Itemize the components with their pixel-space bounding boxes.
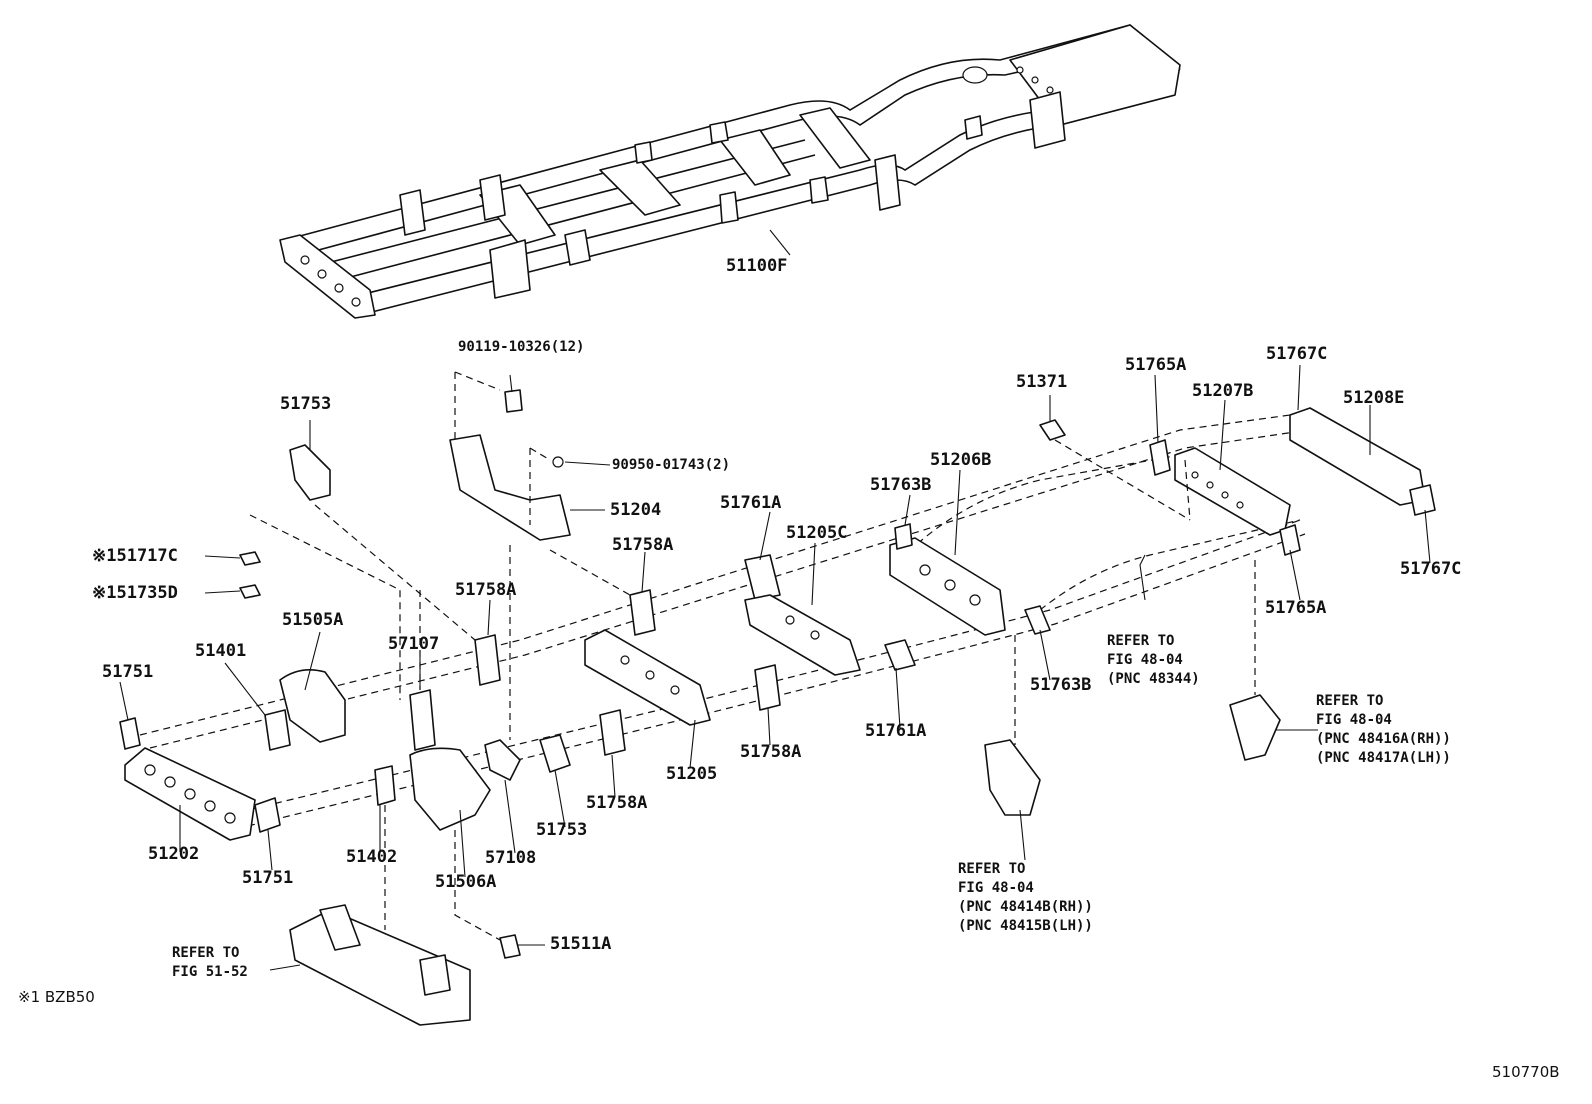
ref-48416-line-4: (PNC 48417A(LH)) <box>1316 750 1451 766</box>
label-51205c: 51205C <box>786 523 848 543</box>
ref-48416-line-3: (PNC 48416A(RH)) <box>1316 731 1451 747</box>
label-51761a-bottom: 51761A <box>865 721 927 741</box>
label-51765a-bottom: 51765A <box>1265 598 1327 618</box>
reference-note-48344: REFER TO FIG 48-04 (PNC 48344) <box>1107 632 1200 689</box>
label-51202: 51202 <box>148 844 200 864</box>
label-51751-bottom: 51751 <box>242 868 294 888</box>
leader-lines <box>119 229 1431 971</box>
label-51758a-2: 51758A <box>612 535 674 555</box>
label-57108: 57108 <box>485 848 537 868</box>
reference-note-48416: REFER TO FIG 48-04 (PNC 48416A(RH)) (PNC… <box>1316 692 1451 768</box>
label-51511a: 51511A <box>550 934 612 954</box>
label-51753-top: 51753 <box>280 394 332 414</box>
label-90119-bolt: 90119-10326(12) <box>458 339 585 355</box>
ref-48416-line-2: FIG 48-04 <box>1316 712 1392 728</box>
label-51205: 51205 <box>666 764 718 784</box>
ref-48344-line-3: (PNC 48344) <box>1107 671 1200 687</box>
ref-48414-line-2: FIG 48-04 <box>958 880 1034 896</box>
alignment-lines <box>249 371 1256 941</box>
label-51402: 51402 <box>346 847 398 867</box>
reference-note-5152: REFER TO FIG 51-52 <box>172 944 248 982</box>
label-51763b-top: 51763B <box>870 475 932 495</box>
label-51735d: ※151735D <box>92 583 178 603</box>
assembled-frame-drawing <box>279 24 1181 319</box>
ref-48344-line-1: REFER TO <box>1107 633 1175 649</box>
label-51100f: 51100F <box>726 256 788 276</box>
label-51204: 51204 <box>610 500 662 520</box>
label-51765a-top: 51765A <box>1125 355 1187 375</box>
label-51506a: 51506A <box>435 872 497 892</box>
ref-48344-line-2: FIG 48-04 <box>1107 652 1183 668</box>
ref-48416-line-1: REFER TO <box>1316 693 1384 709</box>
exploded-frame-drawing <box>119 389 1436 1026</box>
label-51401: 51401 <box>195 641 247 661</box>
label-90950-screw: 90950-01743(2) <box>612 457 731 473</box>
ref-5152-line-2: FIG 51-52 <box>172 964 248 980</box>
label-51207b: 51207B <box>1192 381 1254 401</box>
label-51767c-bottom: 51767C <box>1400 559 1462 579</box>
reference-note-48414: REFER TO FIG 48-04 (PNC 48414B(RH)) (PNC… <box>958 860 1093 936</box>
label-51371: 51371 <box>1016 372 1068 392</box>
label-51758a-1: 51758A <box>455 580 517 600</box>
label-51767c-top: 51767C <box>1266 344 1328 364</box>
label-51758a-3: 51758A <box>586 793 648 813</box>
label-51505a: 51505A <box>282 610 344 630</box>
label-51753-bottom: 51753 <box>536 820 588 840</box>
label-51717c: ※151717C <box>92 546 178 566</box>
label-51763b-bottom: 51763B <box>1030 675 1092 695</box>
label-57107: 57107 <box>388 634 440 654</box>
ref-48414-line-3: (PNC 48414B(RH)) <box>958 899 1093 915</box>
label-51758a-4: 51758A <box>740 742 802 762</box>
label-51208e: 51208E <box>1343 388 1405 408</box>
label-51761a-top: 51761A <box>720 493 782 513</box>
footnote-model: ※1 BZB50 <box>18 988 95 1006</box>
label-51206b: 51206B <box>930 450 992 470</box>
ref-48414-line-1: REFER TO <box>958 861 1026 877</box>
figure-code: 510770B <box>1492 1063 1560 1081</box>
ref-48414-line-4: (PNC 48415B(LH)) <box>958 918 1093 934</box>
ref-5152-line-1: REFER TO <box>172 945 240 961</box>
label-51751-left: 51751 <box>102 662 154 682</box>
